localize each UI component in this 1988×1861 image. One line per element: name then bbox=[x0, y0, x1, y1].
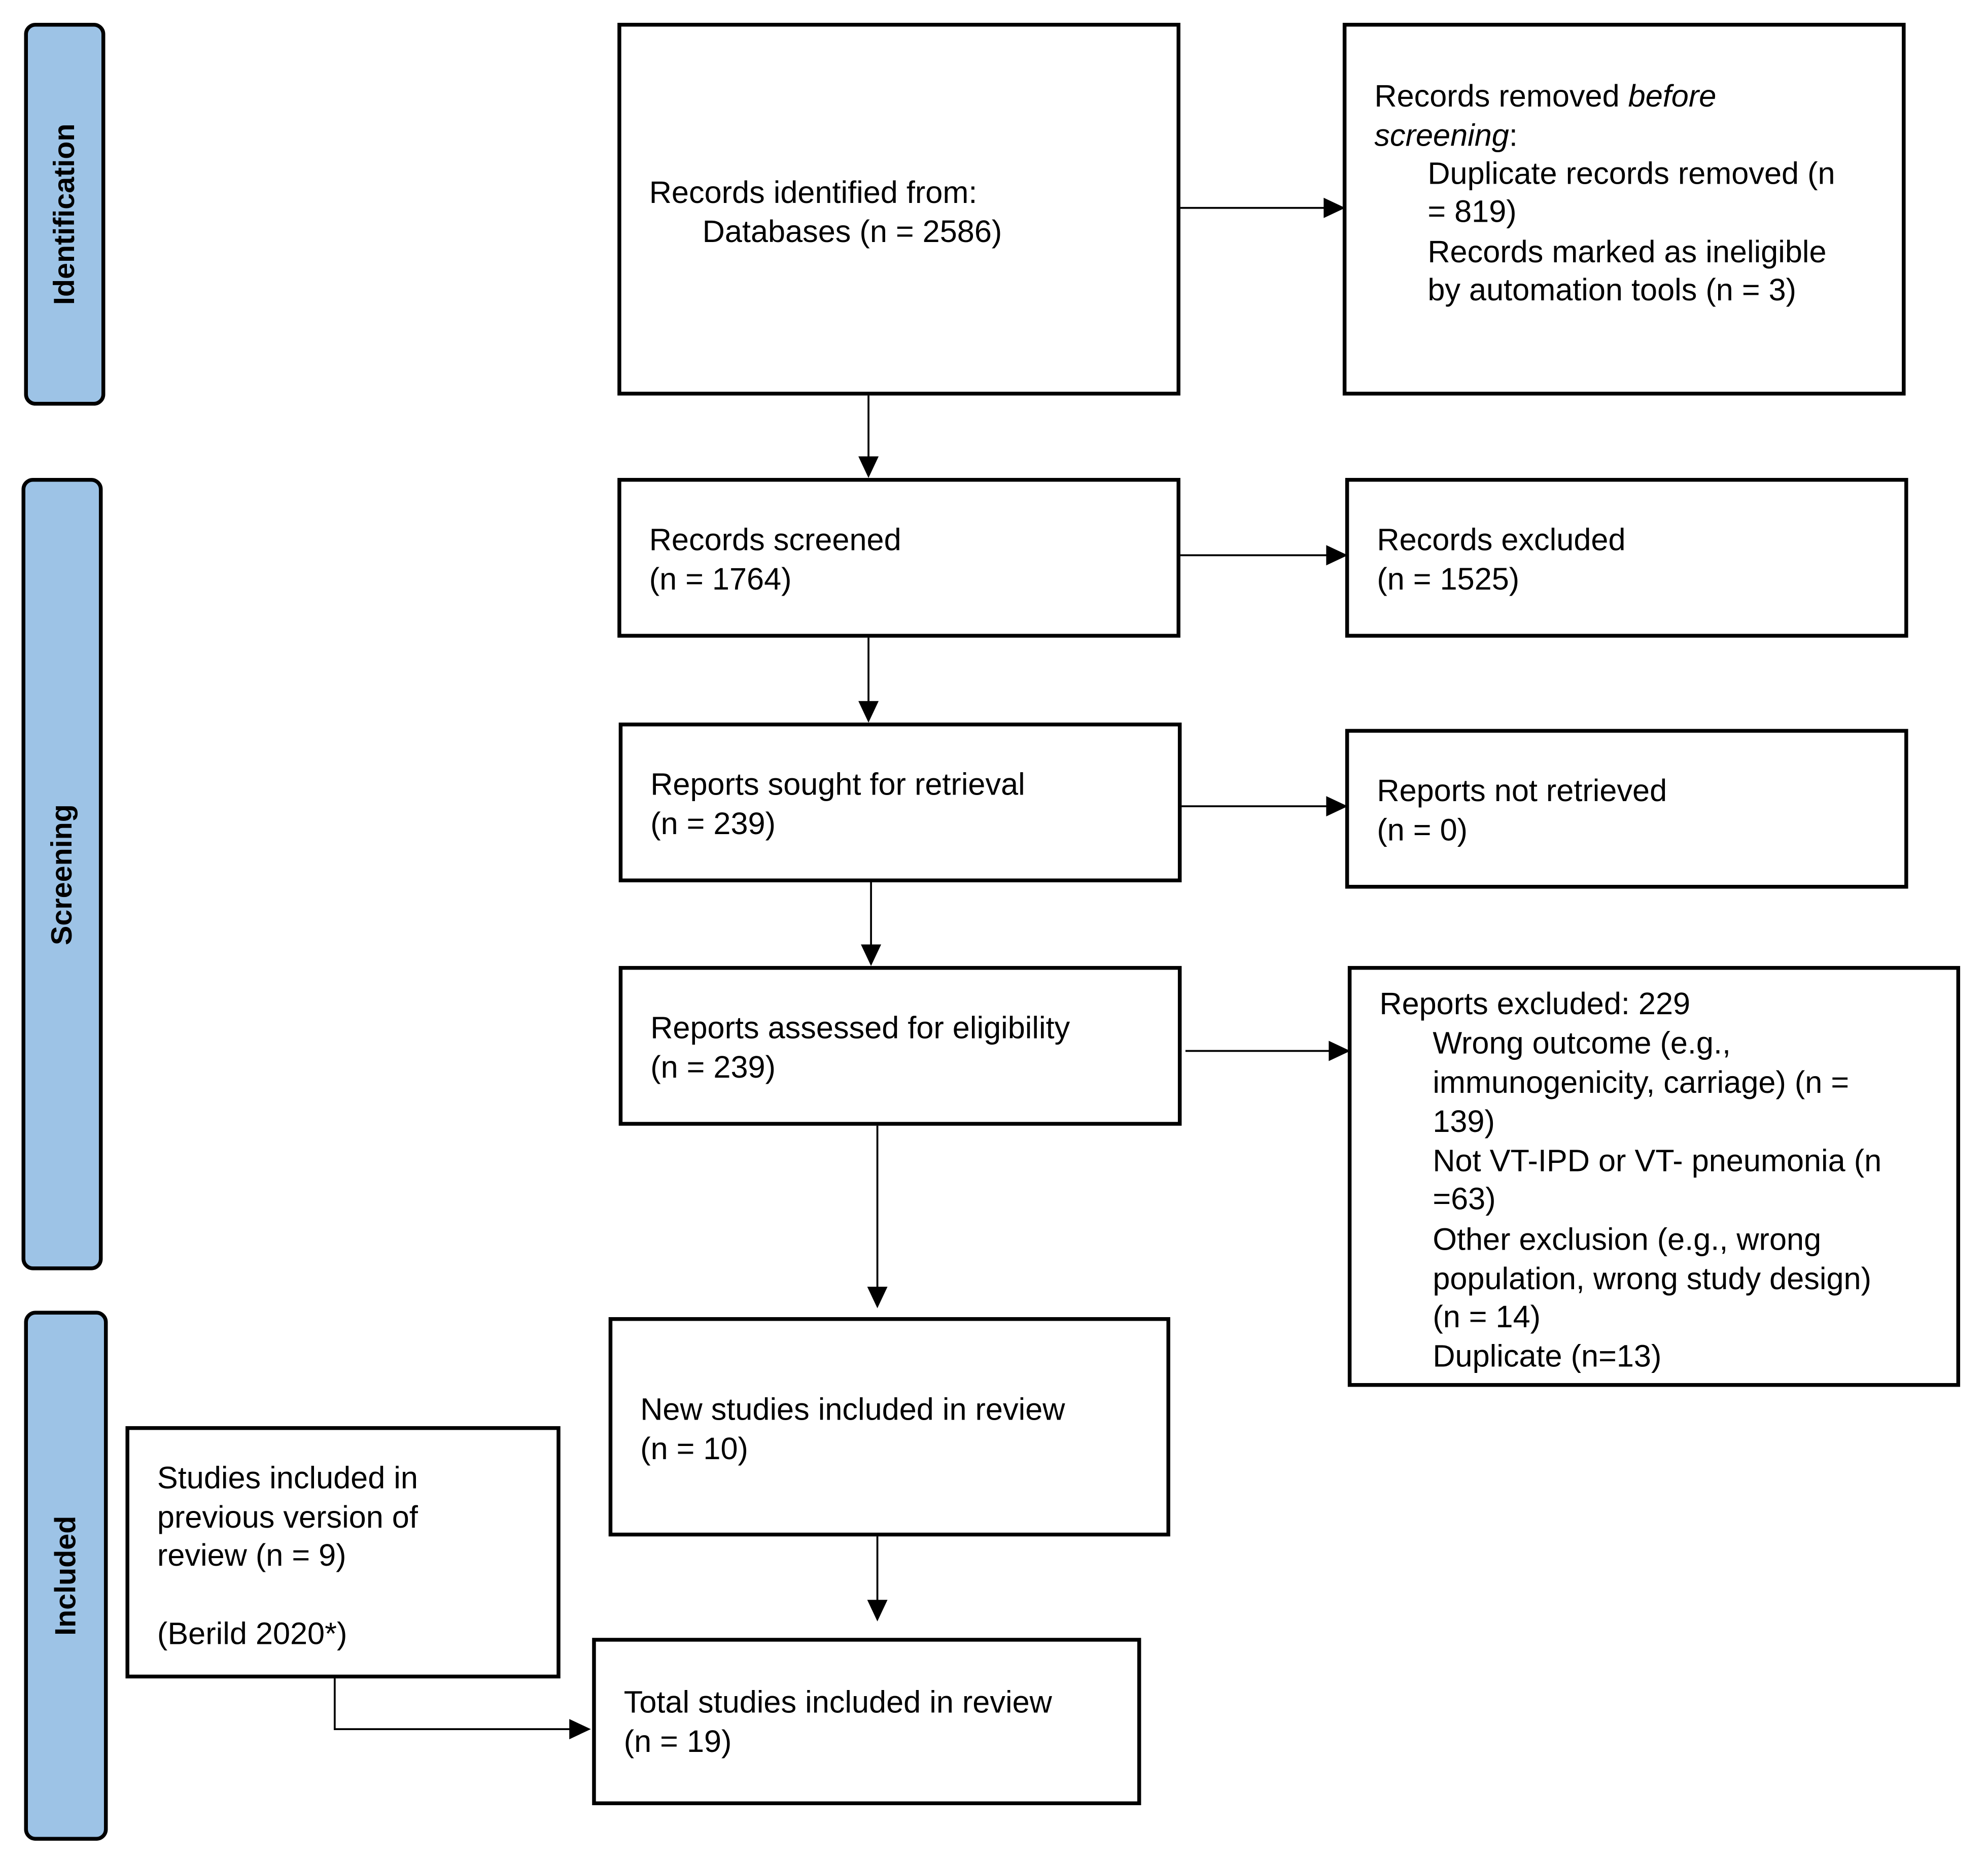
ineligible-records-line1: Records marked as ineligible bbox=[1427, 235, 1827, 270]
records-removed-colon: : bbox=[1509, 119, 1518, 154]
records-removed-heading-cont: screening: bbox=[1374, 117, 1518, 156]
records-screened-label: Records screened bbox=[649, 523, 901, 558]
arrowhead-new-studies bbox=[867, 1287, 888, 1308]
duplicate-records-line2: = 819) bbox=[1427, 195, 1517, 230]
arrowhead-sought bbox=[858, 701, 879, 723]
phase-screening: Screening bbox=[21, 477, 103, 1270]
box-reports-excluded: Reports excluded: 229 Wrong outcome (e.g… bbox=[1347, 966, 1961, 1387]
box-previous-studies: Studies included in previous version of … bbox=[125, 1426, 561, 1679]
previous-studies-line3: review (n = 9) bbox=[157, 1539, 346, 1573]
records-excluded-label: Records excluded bbox=[1377, 523, 1626, 558]
records-removed-heading: Records removed before bbox=[1374, 77, 1716, 116]
duplicate-line: Duplicate (n=13) bbox=[1433, 1340, 1662, 1374]
previous-studies-line1: Studies included in bbox=[157, 1461, 418, 1496]
reports-not-retrieved-count: (n = 0) bbox=[1377, 814, 1468, 848]
new-studies-count: (n = 10) bbox=[640, 1432, 748, 1467]
duplicate-records-line1: Duplicate records removed (n bbox=[1427, 157, 1835, 192]
records-excluded-count: (n = 1525) bbox=[1377, 563, 1520, 597]
box-records-screened: Records screened (n = 1764) bbox=[617, 477, 1180, 638]
ineligible-records-line2: by automation tools (n = 3) bbox=[1427, 273, 1797, 308]
reports-assessed-label: Reports assessed for eligibility bbox=[650, 1011, 1070, 1046]
phase-identification: Identification bbox=[24, 22, 106, 406]
other-exclusion-line3: (n = 14) bbox=[1433, 1300, 1541, 1335]
box-reports-sought: Reports sought for retrieval (n = 239) bbox=[618, 722, 1182, 883]
box-total-studies: Total studies included in review (n = 19… bbox=[592, 1638, 1141, 1806]
arrowhead-excluded bbox=[1326, 545, 1348, 566]
wrong-outcome-line2: immunogenicity, carriage) (n = bbox=[1433, 1066, 1850, 1100]
total-studies-count: (n = 19) bbox=[623, 1725, 732, 1760]
other-exclusion-line2: population, wrong study design) bbox=[1433, 1262, 1871, 1297]
box-reports-assessed: Reports assessed for eligibility (n = 23… bbox=[618, 966, 1182, 1126]
arrowhead-reports-excluded bbox=[1329, 1041, 1350, 1061]
records-removed-screening-italic: screening bbox=[1374, 119, 1509, 154]
records-removed-heading-text: Records removed bbox=[1374, 80, 1628, 114]
arrowhead-screened bbox=[858, 456, 879, 478]
arrow-previous-to-total bbox=[333, 1678, 583, 1730]
reports-sought-count: (n = 239) bbox=[650, 807, 776, 842]
new-studies-label: New studies included in review bbox=[640, 1393, 1065, 1428]
arrowhead-removed bbox=[1323, 197, 1345, 218]
other-exclusion-line1: Other exclusion (e.g., wrong bbox=[1433, 1223, 1822, 1258]
previous-studies-citation: (Berild 2020*) bbox=[157, 1617, 347, 1652]
records-identified-databases: Databases (n = 2586) bbox=[702, 215, 1002, 250]
box-reports-not-retrieved: Reports not retrieved (n = 0) bbox=[1345, 729, 1908, 889]
wrong-outcome-line1: Wrong outcome (e.g., bbox=[1433, 1026, 1731, 1061]
arrowhead-not-retrieved bbox=[1326, 796, 1348, 817]
reports-assessed-count: (n = 239) bbox=[650, 1051, 776, 1085]
reports-sought-label: Reports sought for retrieval bbox=[650, 768, 1025, 803]
box-records-removed: Records removed before screening: Duplic… bbox=[1342, 22, 1906, 396]
not-vt-ipd-line2: =63) bbox=[1433, 1183, 1496, 1217]
reports-not-retrieved-label: Reports not retrieved bbox=[1377, 774, 1667, 809]
arrowhead-total-from-new bbox=[867, 1600, 888, 1622]
box-records-excluded: Records excluded (n = 1525) bbox=[1345, 477, 1908, 638]
previous-studies-line2: previous version of bbox=[157, 1501, 418, 1535]
arrowhead-total-from-previous bbox=[569, 1719, 591, 1740]
records-screened-count: (n = 1764) bbox=[649, 563, 792, 597]
not-vt-ipd-line1: Not VT-IPD or VT- pneumonia (n bbox=[1433, 1145, 1882, 1179]
wrong-outcome-line3: 139) bbox=[1433, 1105, 1495, 1140]
phase-included: Included bbox=[24, 1311, 108, 1841]
reports-excluded-heading: Reports excluded: 229 bbox=[1379, 987, 1691, 1022]
box-new-studies: New studies included in review (n = 10) bbox=[608, 1317, 1170, 1537]
records-removed-heading-italic: before bbox=[1628, 80, 1717, 114]
box-records-identified: Records identified from: Databases (n = … bbox=[617, 22, 1180, 396]
arrowhead-assessed bbox=[861, 944, 882, 966]
total-studies-label: Total studies included in review bbox=[623, 1686, 1052, 1720]
records-identified-heading: Records identified from: bbox=[649, 176, 978, 211]
